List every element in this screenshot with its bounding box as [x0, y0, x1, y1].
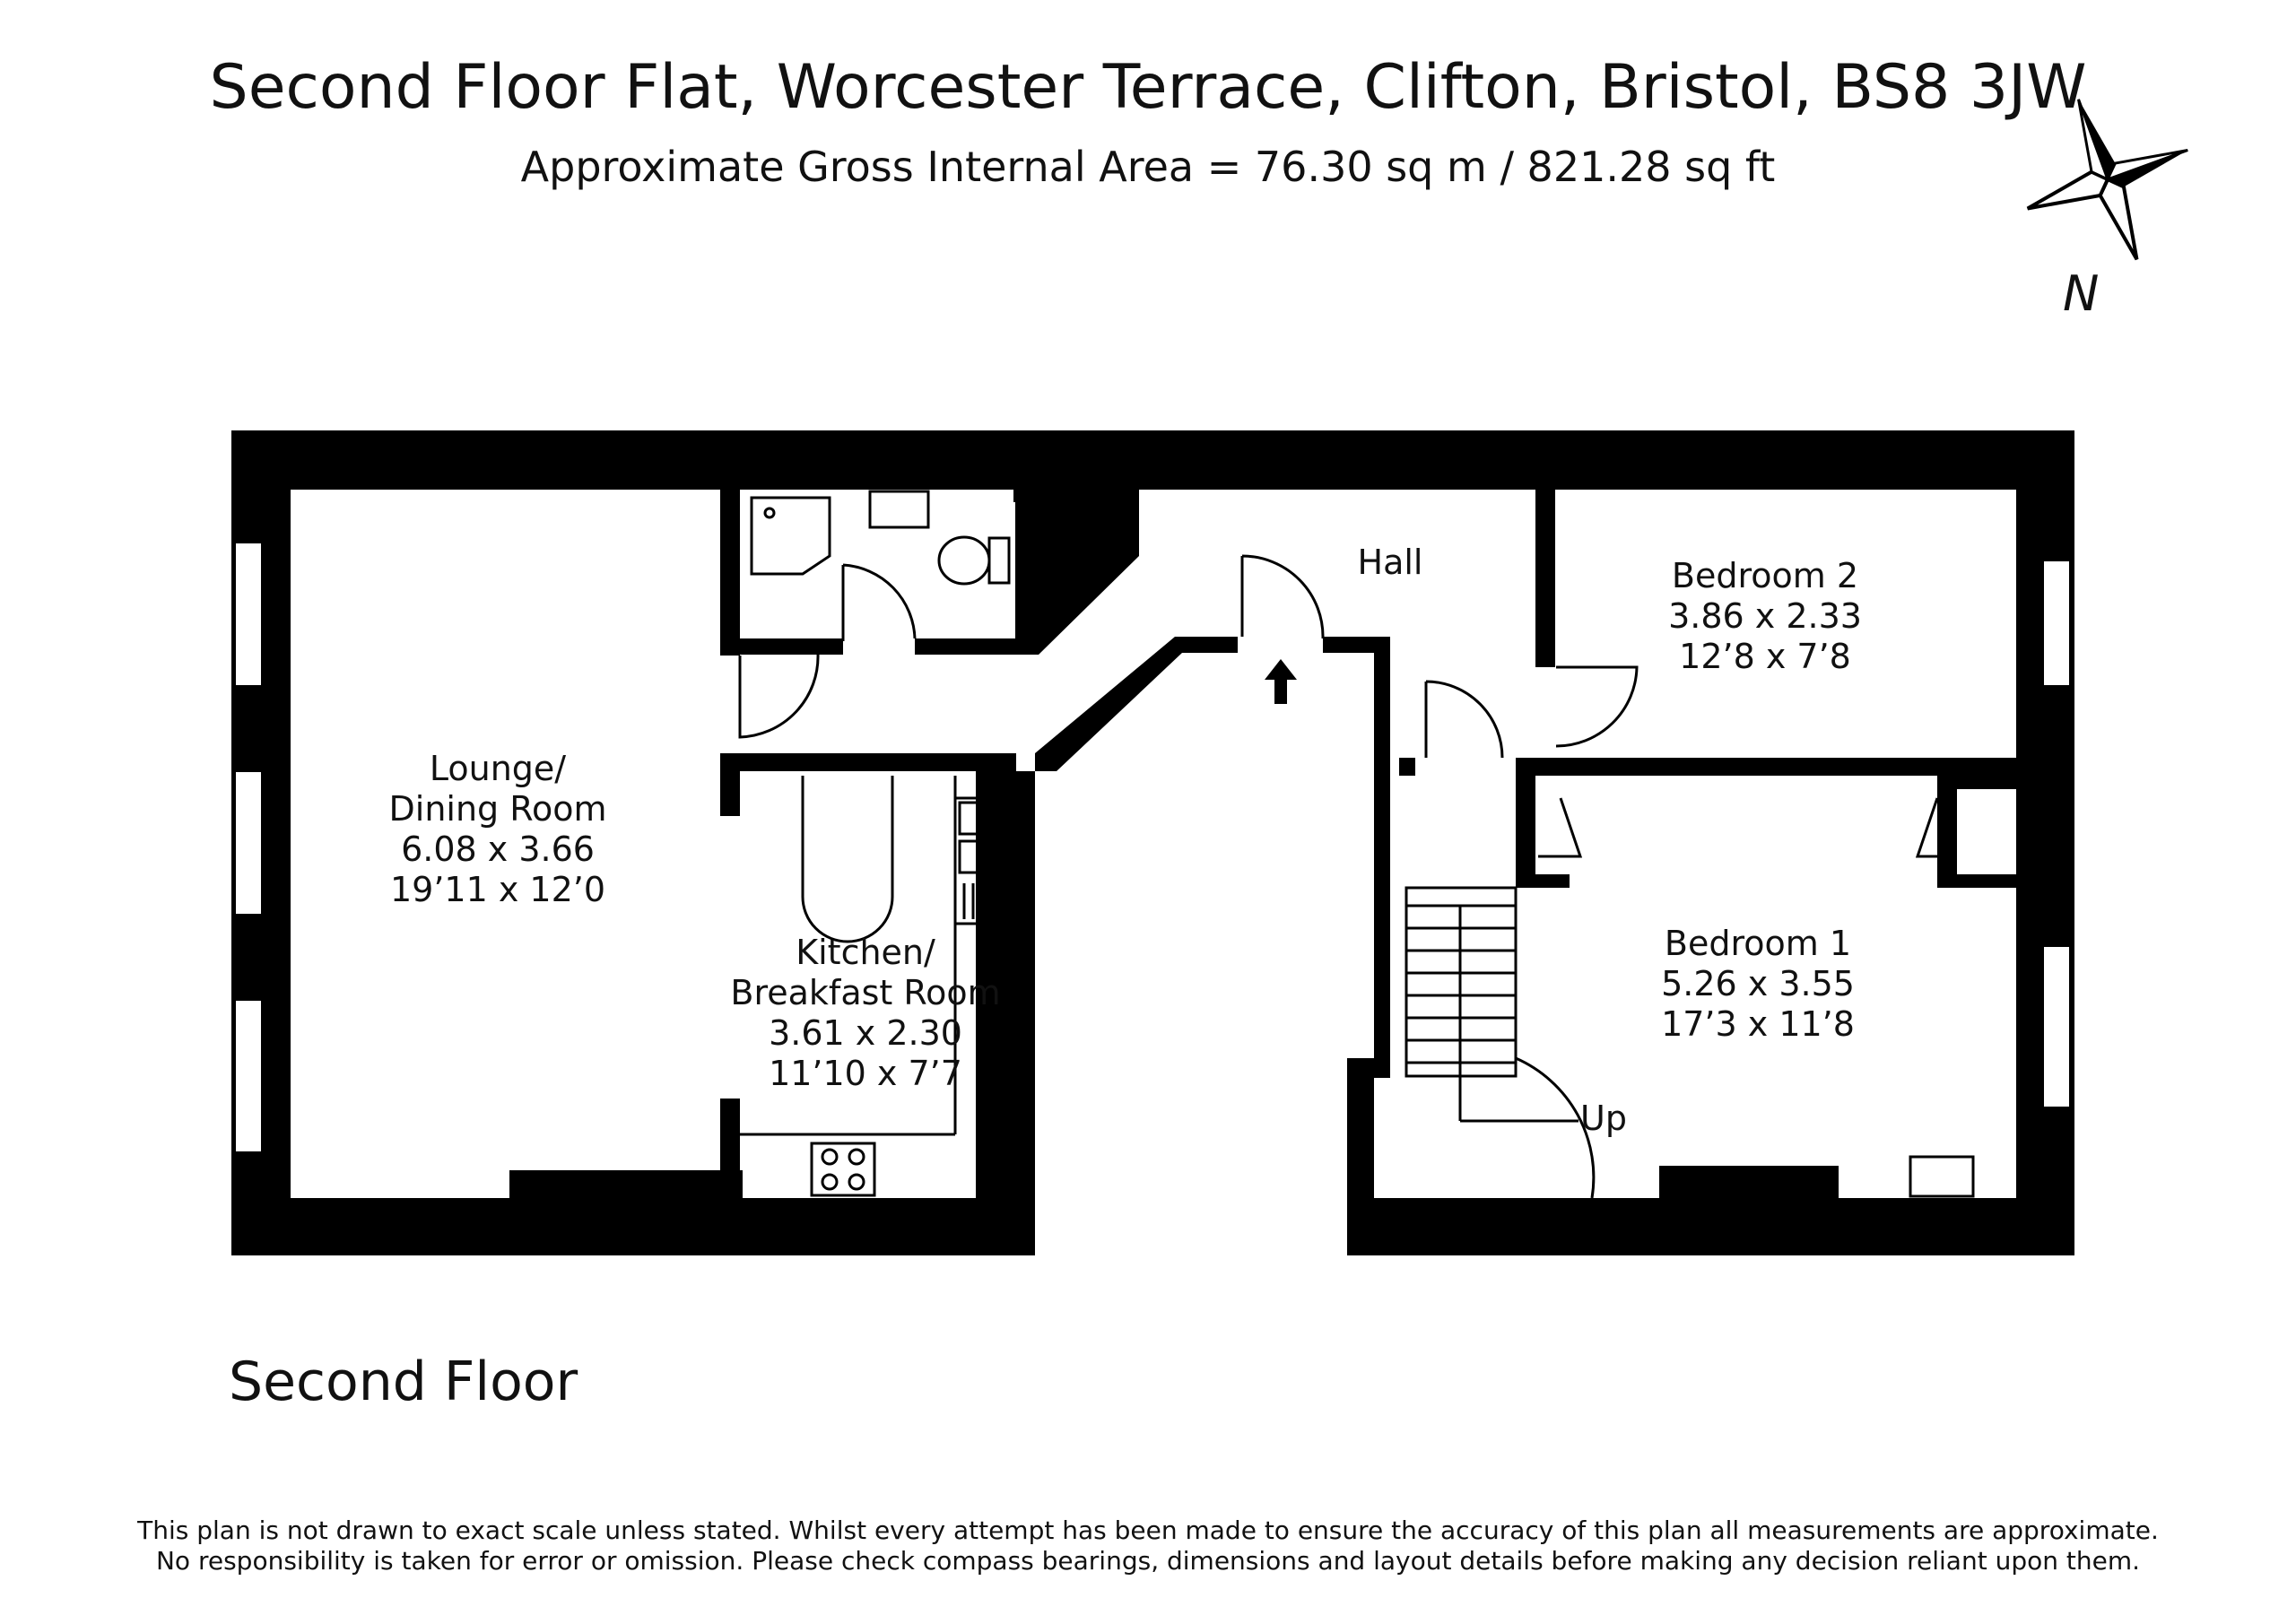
left-windows: [234, 542, 263, 1153]
plan-title: Second Floor Flat, Worcester Terrace, Cl…: [209, 52, 2087, 123]
kitchen-name-line2: Breakfast Room: [730, 973, 1000, 1012]
bedroom2-imperial: 12’8 x 7’8: [1679, 637, 1851, 676]
door-swings: [738, 554, 1955, 858]
room-labels: Lounge/ Dining Room 6.08 x 3.66 19’11 x …: [389, 543, 1862, 1138]
bedroom1-name: Bedroom 1: [1665, 924, 1851, 963]
disclaimer-line1: This plan is not drawn to exact scale un…: [137, 1515, 2159, 1545]
bedroom1-metric: 5.26 x 3.55: [1661, 964, 1855, 1003]
lounge-name-line2: Dining Room: [389, 789, 607, 829]
bedroom-basin: [1909, 1155, 1975, 1198]
bedroom1-imperial: 17’3 x 11’8: [1661, 1004, 1855, 1044]
entrance-arrow-icon: [1265, 659, 1297, 704]
lounge-imperial: 19’11 x 12’0: [390, 870, 605, 909]
right-wall-piers: [2016, 490, 2043, 1198]
staircase: [1405, 886, 1596, 1199]
lounge-metric: 6.08 x 3.66: [401, 829, 595, 869]
left-wall-piers: [262, 490, 291, 1198]
stairs-up-label: Up: [1580, 1099, 1627, 1138]
compass-north-label: N: [2063, 265, 2100, 322]
outer-walls: [231, 430, 2074, 1255]
kitchen-metric: 3.61 x 2.30: [769, 1013, 962, 1053]
bedroom2-metric: 3.86 x 2.33: [1668, 596, 1862, 636]
lounge-name-line1: Lounge/: [430, 749, 566, 788]
bathroom-fittings: [750, 490, 1011, 586]
right-windows: [2042, 560, 2071, 1108]
hall-name: Hall: [1358, 543, 1423, 582]
internal-walls: [509, 490, 2016, 1198]
kitchen-imperial: 11’10 x 7’7: [769, 1054, 962, 1093]
compass-icon: [2026, 99, 2188, 261]
bedroom2-name: Bedroom 2: [1672, 556, 1858, 595]
kitchen-name-line1: Kitchen/: [796, 933, 935, 972]
disclaimer-line2: No responsibility is taken for error or …: [155, 1546, 2140, 1576]
gross-area-subtitle: Approximate Gross Internal Area = 76.30 …: [520, 143, 1776, 191]
floor-label: Second Floor: [229, 1350, 578, 1413]
kitchen-fittings: [740, 776, 1009, 1197]
